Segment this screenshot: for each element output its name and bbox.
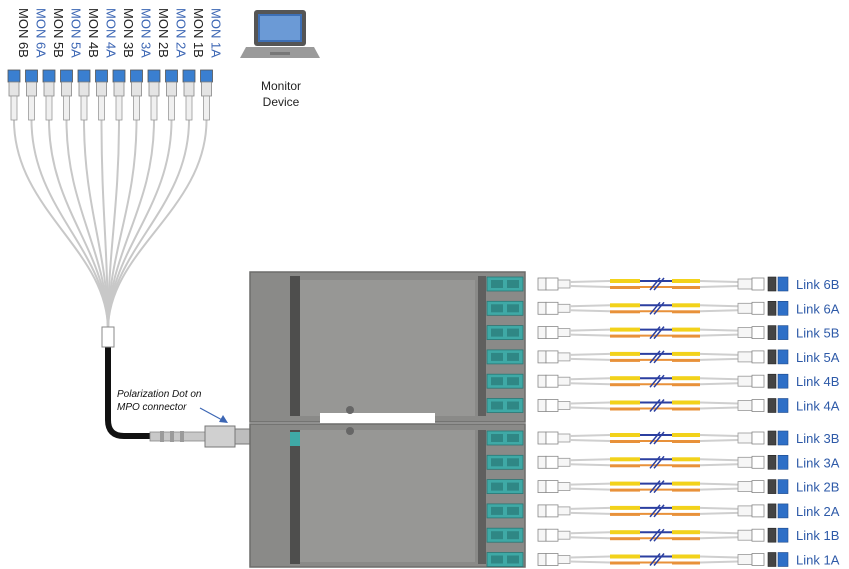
monitor-label: MON 6A: [34, 8, 49, 58]
adapter-port: [491, 482, 503, 491]
adapter-port: [507, 434, 519, 442]
patch-cord: [537, 454, 789, 470]
device-label-line1: Monitor: [261, 79, 301, 93]
monitor-label: MON 2A: [174, 8, 189, 58]
monitor-label: MON 6B: [16, 8, 31, 58]
patch-cord: [537, 349, 789, 365]
adapter-port: [507, 304, 519, 313]
patch-cord: [537, 398, 789, 413]
monitor-label: MON 2B: [156, 8, 171, 58]
polarization-label-line1: Polarization Dot on: [117, 389, 202, 400]
link-patch-cords: [537, 276, 789, 567]
adapter-port: [491, 280, 503, 288]
monitor-label: MON 3A: [139, 8, 154, 58]
link-label: Link 5A: [796, 350, 840, 365]
patch-cord: [537, 325, 789, 340]
adapter-port: [507, 506, 519, 515]
patch-cord: [537, 479, 789, 494]
adapter-port: [491, 458, 503, 467]
fiber-cassette: [249, 271, 526, 568]
adapter-port: [507, 377, 519, 386]
monitor-label: MON 5A: [69, 8, 84, 58]
patch-cord: [537, 527, 789, 543]
link-label: Link 4B: [796, 374, 839, 389]
monitor-fiber: [107, 69, 213, 331]
monitor-label: MON 5B: [51, 8, 66, 58]
adapter-port: [491, 555, 503, 564]
adapter-port: [491, 377, 503, 386]
polarization-arrow: [199, 407, 228, 423]
link-labels: Link 6B Link 6A Link 5B Link 5A Link 4B Link …: [796, 277, 840, 568]
laptop-icon: [240, 10, 320, 58]
patch-cord: [537, 276, 789, 292]
link-label: Link 1A: [796, 553, 840, 568]
monitor-label: MON 4A: [104, 8, 119, 58]
patch-cord: [537, 503, 789, 519]
monitor-label: MON 4B: [86, 8, 101, 58]
link-label: Link 6A: [796, 301, 840, 316]
monitor-label: MON 1A: [209, 8, 224, 58]
link-label: Link 3B: [796, 431, 839, 446]
link-label: Link 6B: [796, 277, 839, 292]
link-label: Link 5B: [796, 326, 839, 341]
adapter-port: [491, 531, 503, 540]
adapter-port: [507, 458, 519, 467]
polarization-label-line2: MPO connector: [117, 402, 187, 413]
adapter-port: [507, 482, 519, 491]
link-label: Link 2B: [796, 480, 839, 495]
adapter-port: [507, 280, 519, 288]
adapter-port: [507, 401, 519, 410]
adapter-port: [491, 506, 503, 515]
link-label: Link 2A: [796, 504, 840, 519]
link-label: Link 3A: [796, 455, 840, 470]
monitor-label: MON 1B: [191, 8, 206, 58]
monitor-fanout: [7, 69, 213, 331]
adapter-port: [491, 401, 503, 410]
monitor-fiber: [7, 69, 109, 331]
patch-cord: [537, 430, 789, 446]
adapter-port: [491, 434, 503, 442]
link-label: Link 4A: [796, 399, 840, 414]
adapter-port: [507, 555, 519, 564]
adapter-port: [507, 328, 519, 337]
monitor-label: MON 3B: [121, 8, 136, 58]
adapter-port: [507, 352, 519, 361]
device-label-line2: Device: [263, 95, 300, 109]
adapter-port: [491, 352, 503, 361]
link-label: Link 1B: [796, 528, 839, 543]
adapter-port: [491, 304, 503, 313]
adapter-port: [491, 328, 503, 337]
patch-cord: [537, 300, 789, 316]
adapter-port: [507, 531, 519, 540]
patch-cord: [537, 552, 789, 567]
mpo-trunk-cable: [101, 326, 251, 448]
patch-cord: [537, 373, 789, 389]
cassette-lc-adapters: [486, 276, 524, 567]
